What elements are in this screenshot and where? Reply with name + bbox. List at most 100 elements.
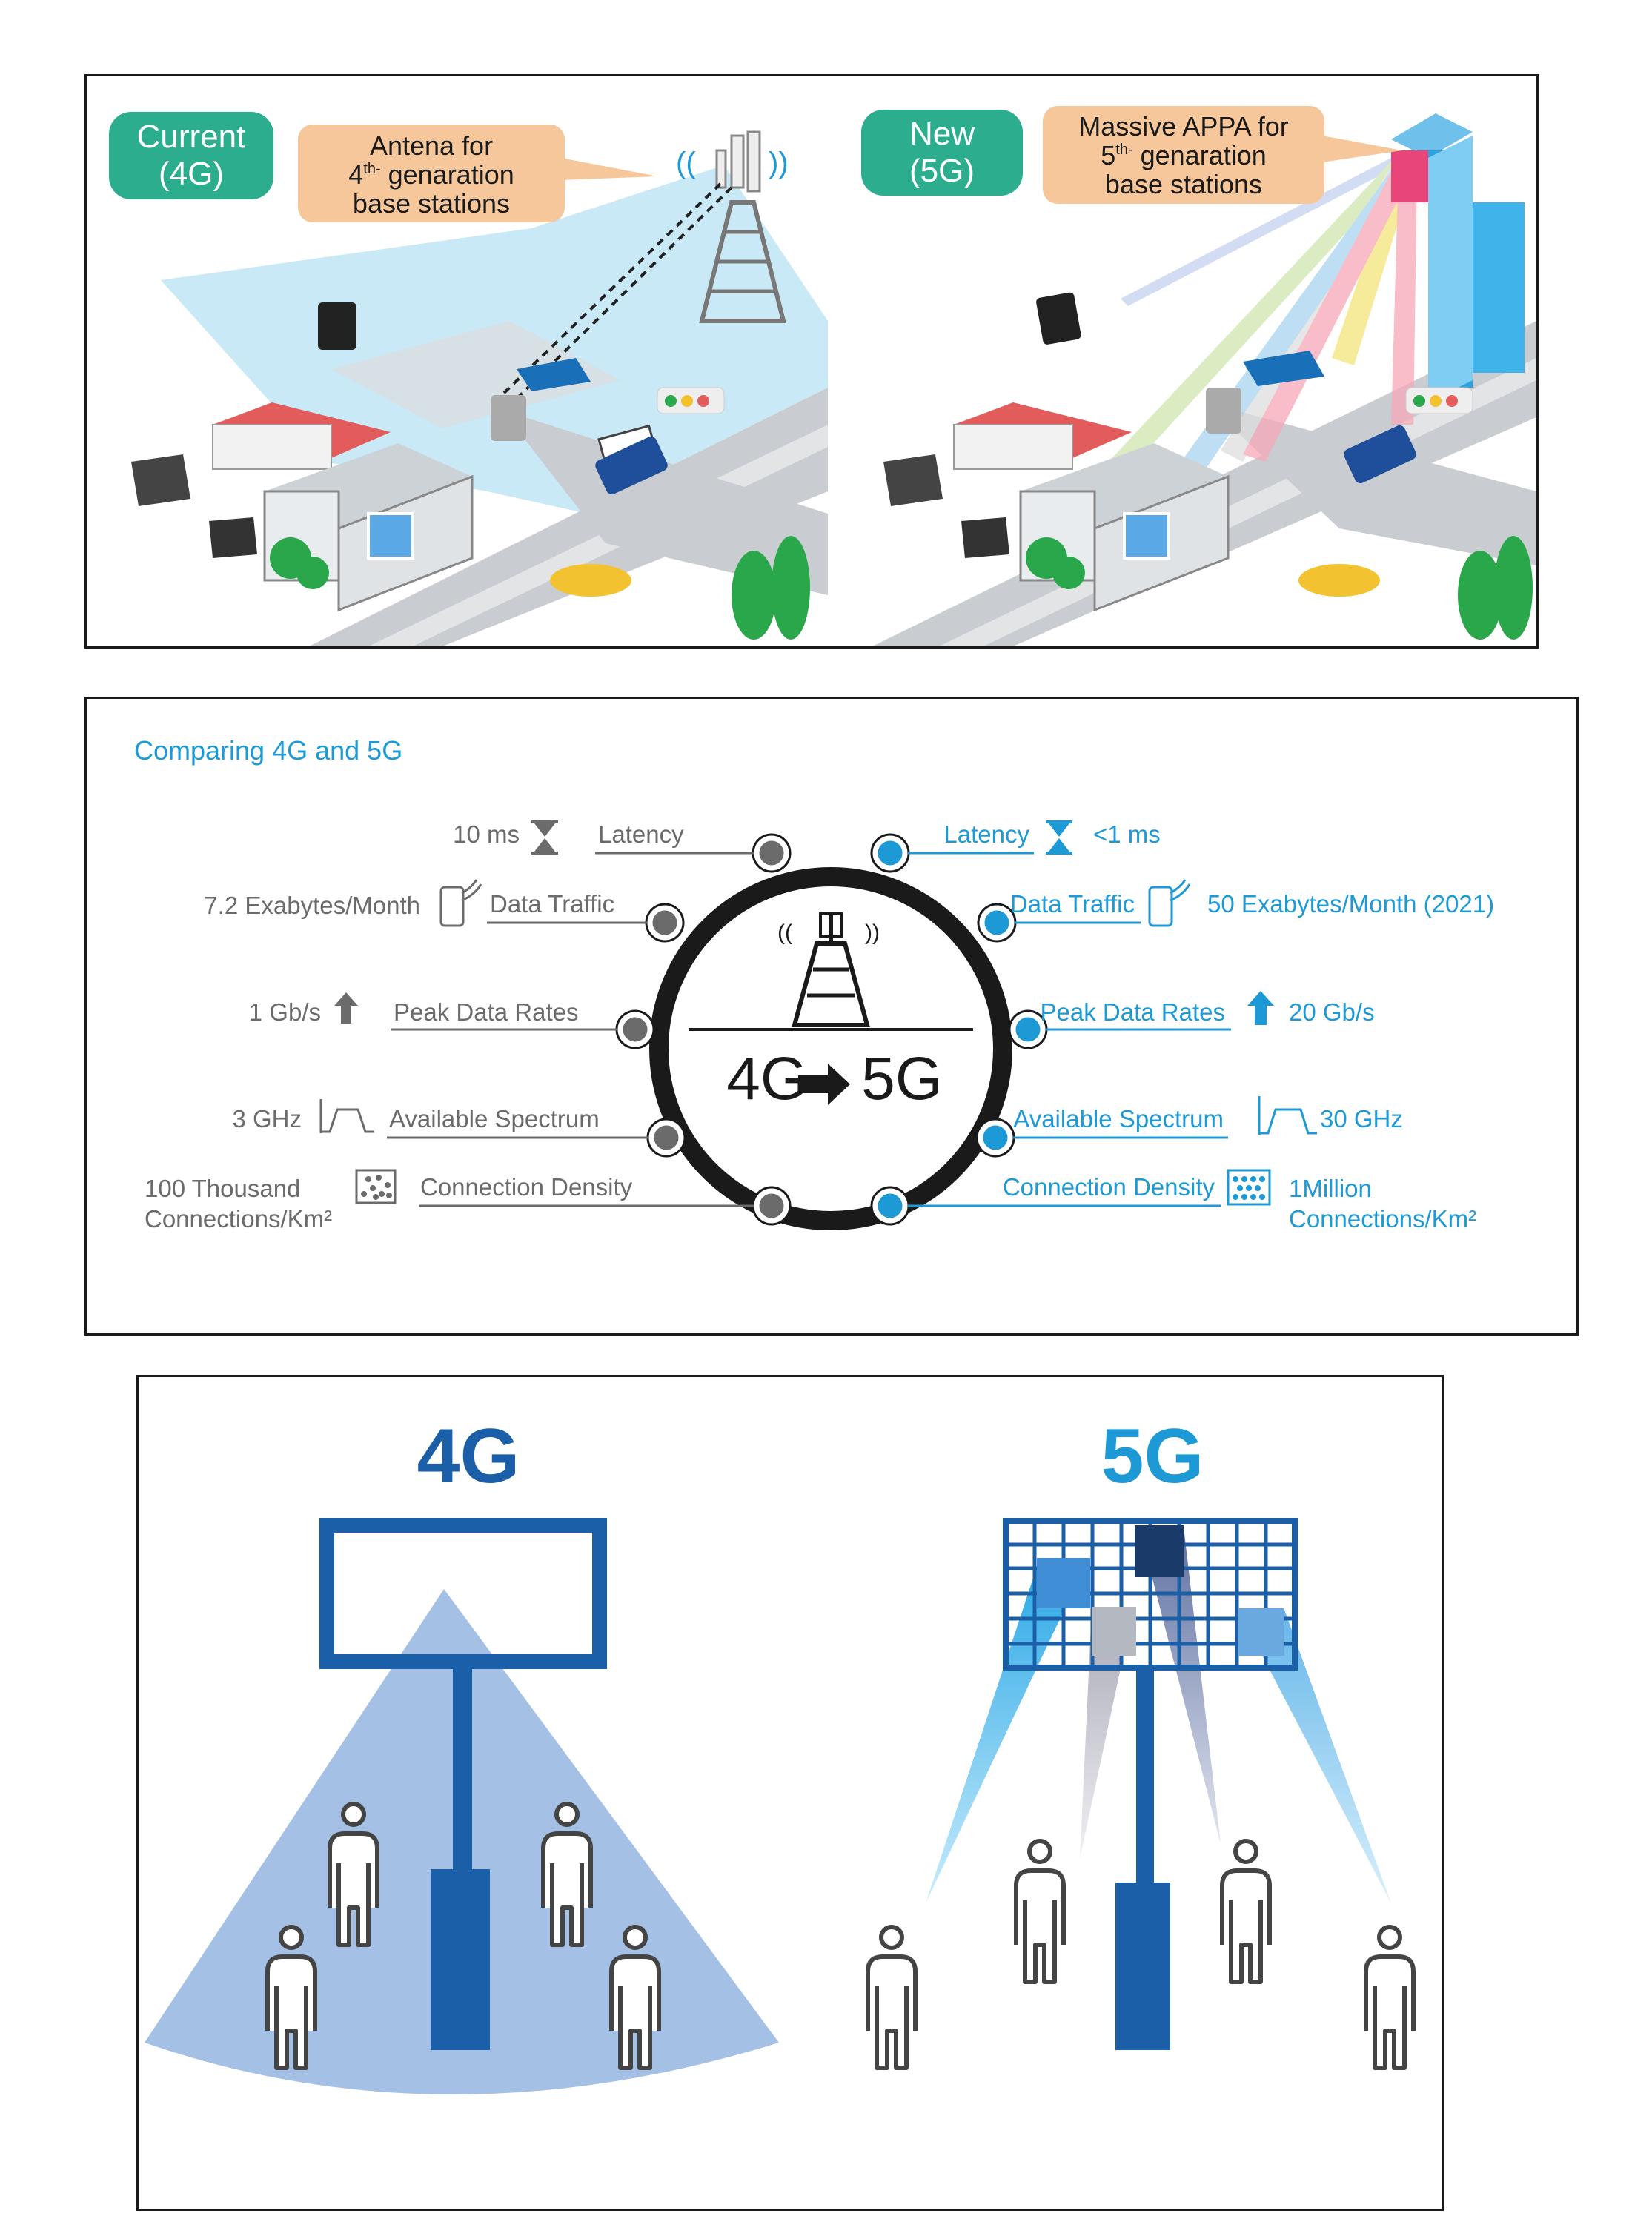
svg-text:Current: Current bbox=[137, 119, 246, 155]
svg-text:base stations: base stations bbox=[1105, 169, 1262, 199]
network-illustration: (( )) bbox=[109, 106, 1536, 646]
peak-5g-value: 20 Gb/s bbox=[1289, 998, 1375, 1026]
arrow-up-icon bbox=[334, 992, 358, 1024]
phone-icon bbox=[439, 879, 482, 927]
peak-5g-label: Peak Data Rates bbox=[1041, 998, 1225, 1026]
car-icon-5g bbox=[1298, 564, 1380, 597]
array-element bbox=[1092, 1607, 1136, 1656]
center-ring bbox=[649, 867, 1012, 1230]
svg-text:5th- genaration: 5th- genaration bbox=[1101, 140, 1267, 170]
row-peak-data-rates: 1 Gb/s Peak Data Rates Peak Data Rates 2… bbox=[249, 991, 1375, 1026]
peak-4g-value: 1 Gb/s bbox=[249, 998, 321, 1026]
person-icon bbox=[1222, 1841, 1270, 1982]
spectrum-5g-label: Available Spectrum bbox=[1013, 1105, 1224, 1132]
density-5g-value-line2: Connections/Km² bbox=[1289, 1205, 1476, 1233]
ring-nodes bbox=[615, 833, 1048, 1226]
svg-text:(5G): (5G) bbox=[909, 153, 975, 189]
spectrum-4g-label: Available Spectrum bbox=[389, 1105, 600, 1132]
spectrum-icon-5g bbox=[1258, 1096, 1317, 1135]
massive-appa-callout: Massive APPA for 5th- genaration base st… bbox=[1043, 106, 1402, 204]
new-5g-badge: New (5G) bbox=[861, 110, 1023, 196]
svg-text:base stations: base stations bbox=[353, 188, 510, 219]
svg-text:Antena for: Antena for bbox=[370, 130, 493, 161]
beam-5g-3 bbox=[1139, 1527, 1221, 1844]
phone-icon-5g bbox=[1148, 879, 1191, 927]
row-available-spectrum: 3 GHz Available Spectrum Available Spect… bbox=[232, 1096, 1403, 1135]
smartphone-icon-5g bbox=[1344, 425, 1416, 484]
beam-5g-2 bbox=[1080, 1610, 1133, 1859]
arrow-right-icon bbox=[798, 1064, 850, 1105]
person-icon bbox=[1016, 1841, 1064, 1982]
feature-phone-icon-5g bbox=[1036, 292, 1081, 345]
feature-phone-icon bbox=[318, 302, 356, 350]
svg-text:((: (( bbox=[676, 147, 696, 179]
road bbox=[309, 388, 828, 646]
row-connection-density: 100 Thousand Connections/Km² Connection … bbox=[145, 1169, 1476, 1233]
center-4g-label: 4G bbox=[726, 1045, 807, 1112]
row-data-traffic: 7.2 Exabytes/Month Data Traffic Data Tra… bbox=[204, 879, 1494, 927]
latency-4g-label: Latency bbox=[598, 820, 684, 848]
data-traffic-5g-value: 50 Exabytes/Month (2021) bbox=[1207, 890, 1494, 918]
density-4g-label: Connection Density bbox=[420, 1173, 633, 1201]
svg-text:)): )) bbox=[865, 921, 880, 945]
beamforming-panel: 4G 5G bbox=[136, 1375, 1444, 2211]
tablet-icon bbox=[517, 358, 591, 391]
svg-text:(4G): (4G) bbox=[159, 156, 224, 192]
smartphone-icon bbox=[595, 436, 668, 495]
comparison-title: Comparing 4G and 5G bbox=[134, 735, 402, 766]
data-traffic-5g-label: Data Traffic bbox=[1010, 890, 1135, 918]
hourglass-icon bbox=[531, 820, 558, 855]
spectrum-icon bbox=[319, 1099, 374, 1133]
scene-5g bbox=[872, 113, 1536, 646]
latency-4g-value: 10 ms bbox=[453, 820, 520, 848]
svg-text:New: New bbox=[909, 116, 975, 152]
pole-5g bbox=[1136, 1668, 1154, 1883]
svg-text:Massive APPA for: Massive APPA for bbox=[1078, 111, 1288, 142]
laptop-icon bbox=[131, 454, 190, 506]
svg-text:)): )) bbox=[769, 147, 789, 179]
peak-4g-label: Peak Data Rates bbox=[394, 998, 578, 1026]
pole-base-5g bbox=[1115, 1883, 1170, 2050]
spectrum-5g-value: 30 GHz bbox=[1320, 1105, 1403, 1132]
density-4g-value-line1: 100 Thousand bbox=[145, 1175, 300, 1202]
beamforming-diagram: 4G 5G bbox=[145, 1413, 1442, 2094]
title-5g: 5G bbox=[1101, 1413, 1204, 1499]
title-4g: 4G bbox=[417, 1413, 520, 1499]
density-4g-value-line2: Connections/Km² bbox=[145, 1205, 332, 1233]
data-traffic-4g-label: Data Traffic bbox=[490, 890, 614, 918]
person-icon bbox=[1366, 1927, 1413, 2068]
handset-icon bbox=[491, 395, 526, 441]
current-4g-badge: Current (4G) bbox=[109, 112, 273, 199]
data-traffic-4g-value: 7.2 Exabytes/Month bbox=[204, 892, 420, 919]
array-element bbox=[1135, 1525, 1184, 1577]
pole-base-4g bbox=[431, 1869, 490, 2050]
array-element bbox=[1037, 1558, 1090, 1608]
beam-5g-4 bbox=[1238, 1610, 1391, 1903]
svg-text:4th- genaration: 4th- genaration bbox=[348, 159, 514, 190]
window-panel bbox=[367, 512, 414, 560]
person-icon bbox=[868, 1927, 915, 2068]
svg-text:((: (( bbox=[777, 921, 792, 945]
arrow-up-icon-5g bbox=[1247, 991, 1274, 1025]
cell-tower-icon: (( )) bbox=[676, 130, 789, 323]
hourglass-icon-5g bbox=[1046, 820, 1072, 855]
density-icon-5g bbox=[1227, 1169, 1271, 1206]
laptop-icon-2 bbox=[209, 517, 257, 558]
skyscraper-building bbox=[1391, 113, 1525, 402]
tower-icon: (( )) bbox=[777, 912, 880, 1027]
latency-5g-label: Latency bbox=[943, 820, 1029, 848]
density-5g-value-line1: 1Million bbox=[1289, 1175, 1372, 1202]
latency-5g-value: <1 ms bbox=[1093, 820, 1161, 848]
comparison-diagram: Comparing 4G and 5G (( )) 4G 5G bbox=[134, 735, 1494, 1233]
massive-antenna-array bbox=[1391, 150, 1428, 202]
row-latency: 10 ms Latency Latency <1 ms bbox=[453, 820, 1161, 855]
network-illustration-panel: (( )) bbox=[84, 74, 1539, 649]
pole-4g bbox=[453, 1662, 472, 1869]
center-5g-label: 5G bbox=[861, 1045, 942, 1112]
array-element bbox=[1238, 1608, 1284, 1656]
comparison-panel: Comparing 4G and 5G (( )) 4G 5G bbox=[84, 697, 1579, 1336]
density-5g-label: Connection Density bbox=[1003, 1173, 1215, 1201]
car-icon bbox=[550, 564, 631, 597]
antenna-callout: Antena for 4th- genaration base stations bbox=[298, 125, 657, 222]
handset-icon-5g bbox=[1206, 388, 1241, 434]
